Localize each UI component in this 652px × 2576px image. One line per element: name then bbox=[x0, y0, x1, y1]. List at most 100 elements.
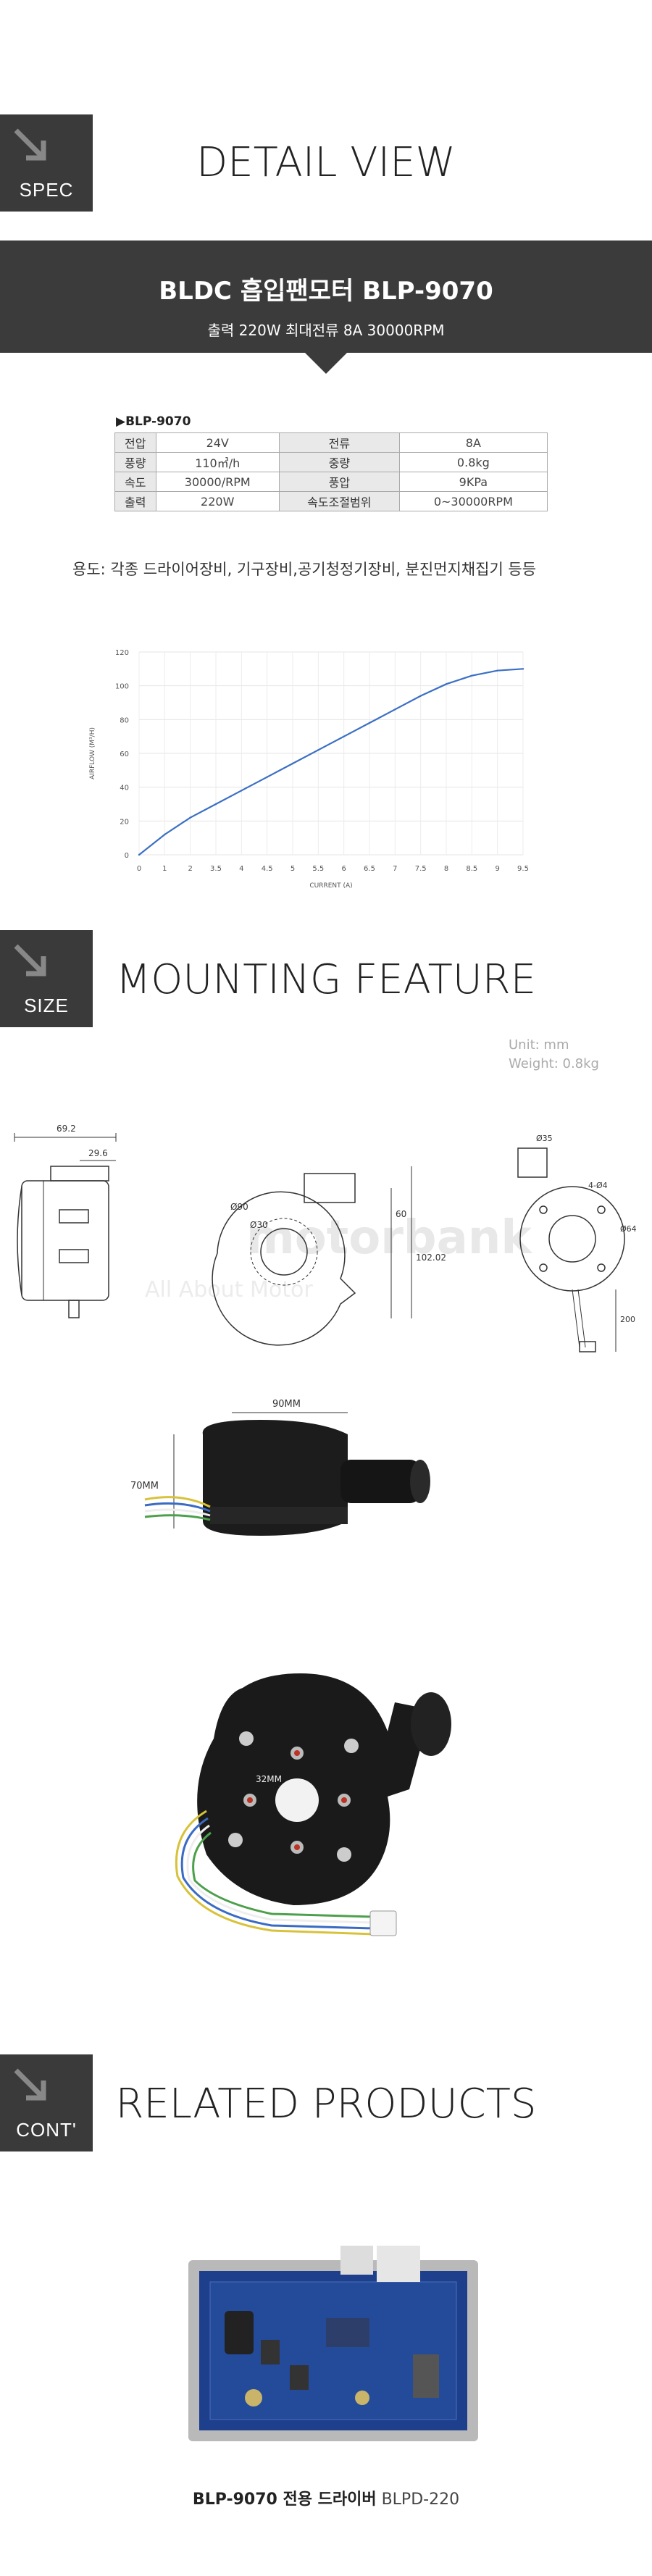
caption-bold: BLP-9070 전용 드라이버 bbox=[192, 2491, 377, 2509]
dim-hole-pos: Ø64 bbox=[620, 1224, 637, 1234]
table-row: 풍량 110㎥/h 중량 0.8kg bbox=[114, 452, 548, 472]
arrow-down-right-icon bbox=[14, 2068, 46, 2101]
size-badge-label: SIZE bbox=[24, 995, 69, 1016]
spec-key: 출력 bbox=[114, 491, 156, 511]
x-tick-label: 6 bbox=[341, 865, 346, 873]
spec-key: 속도조절범위 bbox=[278, 491, 400, 511]
dim-dia-30: Ø30 bbox=[250, 1220, 268, 1230]
data-point bbox=[445, 683, 448, 685]
arrow-down-right-icon bbox=[14, 128, 46, 161]
data-point bbox=[291, 762, 294, 765]
watermark: motorbank bbox=[246, 1211, 532, 1265]
spec-value: 9KPa bbox=[398, 472, 548, 492]
related-product-caption: BLP-9070 전용 드라이버 BLPD-220 bbox=[0, 2486, 652, 2509]
data-point bbox=[522, 668, 524, 670]
y-tick-label: 20 bbox=[120, 818, 129, 826]
spec-value: 110㎥/h bbox=[155, 452, 280, 472]
x-axis-label: CURRENT (A) bbox=[309, 882, 352, 890]
spec-value: 0~30000RPM bbox=[398, 491, 548, 511]
spec-value: 8A bbox=[398, 432, 548, 453]
data-point bbox=[343, 735, 345, 737]
y-tick-label: 60 bbox=[120, 750, 129, 758]
banner-title: BLDC 흡입팬모터 BLP-9070 bbox=[159, 277, 493, 306]
y-tick-label: 0 bbox=[125, 852, 129, 860]
data-point bbox=[394, 708, 396, 711]
spec-badge-label: SPEC bbox=[19, 179, 74, 201]
banner-notch bbox=[304, 352, 348, 374]
table-row: 속도 30000/RPM 풍압 9KPa bbox=[114, 472, 548, 492]
data-point bbox=[189, 816, 191, 819]
related-products-title: RELATED PRODUCTS bbox=[115, 2081, 537, 2128]
front-view-drawing bbox=[212, 1166, 412, 1346]
spec-table-name: ▶BLP-9070 bbox=[116, 414, 191, 429]
usage-text: 용도: 각종 드라이어장비, 기구장비,공기청정기장비, 분진먼지채집기 등등 bbox=[72, 561, 537, 578]
unit-label: Unit: mm bbox=[509, 1037, 569, 1053]
y-tick-label: 120 bbox=[115, 649, 129, 657]
data-point bbox=[214, 803, 217, 806]
series-line bbox=[138, 668, 524, 856]
x-tick-label: 5.5 bbox=[312, 865, 324, 873]
cont-badge-label: CONT' bbox=[16, 2119, 77, 2141]
driver-board-photo bbox=[188, 2246, 478, 2441]
back-view-drawing bbox=[517, 1147, 625, 1352]
spec-key: 풍압 bbox=[278, 472, 400, 492]
dim-photo-height: 70MM bbox=[130, 1481, 159, 1492]
spec-key: 전류 bbox=[278, 432, 400, 453]
dim-hole-spacing: 32MM bbox=[256, 1774, 282, 1784]
spec-key: 속도 bbox=[114, 472, 156, 492]
dim-lead: 200 bbox=[620, 1315, 635, 1324]
weight-label: Weight: 0.8kg bbox=[509, 1056, 599, 1071]
spec-value: 220W bbox=[155, 491, 280, 511]
spec-value: 0.8kg bbox=[398, 452, 548, 472]
y-tick-label: 80 bbox=[120, 716, 129, 724]
x-tick-label: 0 bbox=[137, 865, 141, 873]
motor-side-photo: 90MM 70MM bbox=[130, 1399, 430, 1536]
data-point bbox=[368, 722, 371, 724]
spec-key: 중량 bbox=[278, 452, 400, 472]
data-point bbox=[471, 674, 473, 677]
dim-side-width: 29.6 bbox=[88, 1148, 108, 1158]
x-tick-label: 7.5 bbox=[415, 865, 427, 873]
mounting-drawing: motorbank All About Motor 69.2 29.6 Ø90 … bbox=[14, 1124, 637, 1352]
dim-photo-width: 90MM bbox=[272, 1399, 301, 1410]
y-tick-label: 100 bbox=[115, 683, 129, 691]
spec-badge: SPEC bbox=[0, 114, 93, 212]
spec-value: 30000/RPM bbox=[155, 472, 280, 492]
dim-overall-width: 69.2 bbox=[57, 1124, 76, 1134]
data-point bbox=[241, 790, 243, 792]
data-point bbox=[266, 776, 268, 778]
dim-holes: 4-Ø4 bbox=[588, 1181, 608, 1190]
x-tick-label: 4.5 bbox=[262, 865, 273, 873]
dim-height-102: 102.02 bbox=[416, 1253, 446, 1263]
spec-key: 전압 bbox=[114, 432, 156, 453]
detail-view-title: DETAIL VIEW bbox=[196, 139, 456, 186]
x-tick-label: 7 bbox=[393, 865, 397, 873]
x-tick-label: 9.5 bbox=[517, 865, 529, 873]
spec-key: 풍량 bbox=[114, 452, 156, 472]
table-row: 전압 24V 전류 8A bbox=[114, 432, 548, 453]
x-tick-label: 9 bbox=[495, 865, 499, 873]
spec-table: 전압 24V 전류 8A 풍량 110㎥/h 중량 0.8kg 속도 30000… bbox=[114, 432, 548, 511]
size-badge: SIZE bbox=[0, 930, 93, 1027]
x-tick-label: 2 bbox=[188, 865, 192, 873]
data-point bbox=[419, 695, 422, 697]
side-view-drawing bbox=[14, 1133, 117, 1318]
product-banner: BLDC 흡입팬모터 BLP-9070 출력 220W 최대전류 8A 3000… bbox=[0, 241, 652, 353]
caption-model: BLPD-220 bbox=[381, 2491, 460, 2509]
x-tick-label: 5 bbox=[291, 865, 295, 873]
dim-dia-35: Ø35 bbox=[536, 1134, 553, 1143]
data-point bbox=[138, 853, 141, 856]
data-point bbox=[496, 669, 498, 672]
table-row: 출력 220W 속도조절범위 0~30000RPM bbox=[114, 491, 548, 511]
cont-badge: CONT' bbox=[0, 2054, 93, 2151]
x-tick-label: 8.5 bbox=[466, 865, 477, 873]
x-tick-label: 8 bbox=[444, 865, 448, 873]
data-point bbox=[164, 833, 166, 836]
x-tick-label: 6.5 bbox=[364, 865, 375, 873]
x-tick-label: 1 bbox=[162, 865, 167, 873]
arrow-down-right-icon bbox=[14, 944, 46, 977]
mounting-feature-title: MOUNTING FEATURE bbox=[115, 956, 537, 1003]
dim-dia-90: Ø90 bbox=[230, 1202, 248, 1212]
y-tick-label: 40 bbox=[120, 785, 129, 793]
banner-subtitle: 출력 220W 최대전류 8A 30000RPM bbox=[207, 322, 445, 339]
